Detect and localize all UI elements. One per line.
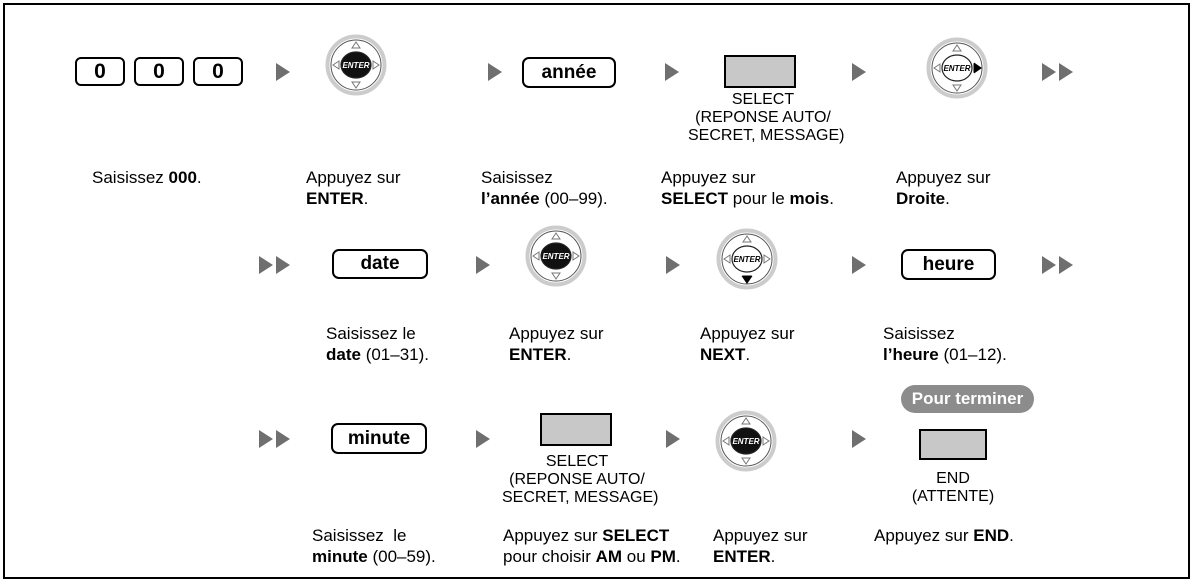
enter-icon-label: ENTER (542, 252, 569, 261)
desc-press-right: Appuyez sur Droite. (896, 168, 991, 208)
date-key: date (332, 249, 428, 279)
arrow-icon (1059, 63, 1073, 81)
minute-key: minute (331, 423, 427, 454)
select-key-label: SELECT (REPONSE AUTO/ SECRET, MESSAGE) (502, 453, 659, 506)
enter-icon-label: ENTER (342, 61, 369, 70)
navigator-down-icon: ENTER (716, 228, 778, 290)
arrow-icon (488, 63, 502, 81)
arrow-icon (852, 63, 866, 81)
arrow-icon (666, 430, 680, 448)
select-key (724, 55, 796, 88)
desc-press-enter: Appuyez sur ENTER. (509, 324, 604, 364)
enter-icon-label: ENTER (943, 64, 970, 73)
arrow-icon (276, 256, 290, 274)
arrow-icon (276, 63, 290, 81)
arrow-icon (666, 256, 680, 274)
navigator-enter-icon: ENTER (525, 225, 587, 287)
arrow-icon (259, 430, 273, 448)
desc-enter-hour: Saisissez l’heure (01–12). (883, 324, 1007, 364)
end-key-label: END (ATTENTE) (911, 470, 995, 505)
arrow-icon (852, 430, 866, 448)
arrow-icon (276, 430, 290, 448)
arrow-icon (476, 430, 490, 448)
desc-press-next: Appuyez sur NEXT. (700, 324, 795, 364)
desc-enter-year: Saisissez l’année (00–99). (481, 168, 608, 208)
desc-enter-date: Saisissez le date (01–31). (326, 324, 430, 364)
desc-select-am-pm: Appuyez sur SELECT pour choisir AM ou PM… (503, 526, 681, 566)
enter-icon-label: ENTER (733, 255, 760, 264)
arrow-icon (259, 256, 273, 274)
annee-key: année (522, 57, 616, 88)
end-key (919, 429, 987, 460)
desc-press-enter: Appuyez sur ENTER. (713, 526, 808, 566)
diagram-frame (3, 3, 1190, 579)
arrow-icon (1042, 256, 1056, 274)
arrow-icon (665, 63, 679, 81)
desc-press-enter: Appuyez sur ENTER. (306, 168, 401, 208)
digit-key-0: 0 (134, 57, 184, 86)
desc-dial-000: Saisissez 000. (92, 168, 202, 187)
arrow-icon (852, 256, 866, 274)
digit-key-0: 0 (75, 57, 125, 86)
enter-icon-label: ENTER (732, 437, 759, 446)
desc-press-end: Appuyez sur END. (874, 526, 1014, 545)
digit-key-0: 0 (193, 57, 243, 86)
finish-badge: Pour terminer (901, 385, 1034, 413)
desc-enter-minute: Saisissez le minute (00–59). (312, 526, 436, 566)
desc-press-select-month: Appuyez sur SELECT pour le mois. (661, 168, 834, 208)
navigator-enter-icon: ENTER (325, 34, 387, 96)
arrow-icon (1042, 63, 1056, 81)
navigator-enter-icon: ENTER (715, 410, 777, 472)
heure-key: heure (901, 249, 996, 280)
arrow-icon (1059, 256, 1073, 274)
select-key (540, 413, 612, 446)
arrow-icon (476, 256, 490, 274)
select-key-label: SELECT (REPONSE AUTO/ SECRET, MESSAGE) (688, 91, 845, 144)
navigator-right-icon: ENTER (926, 37, 988, 99)
